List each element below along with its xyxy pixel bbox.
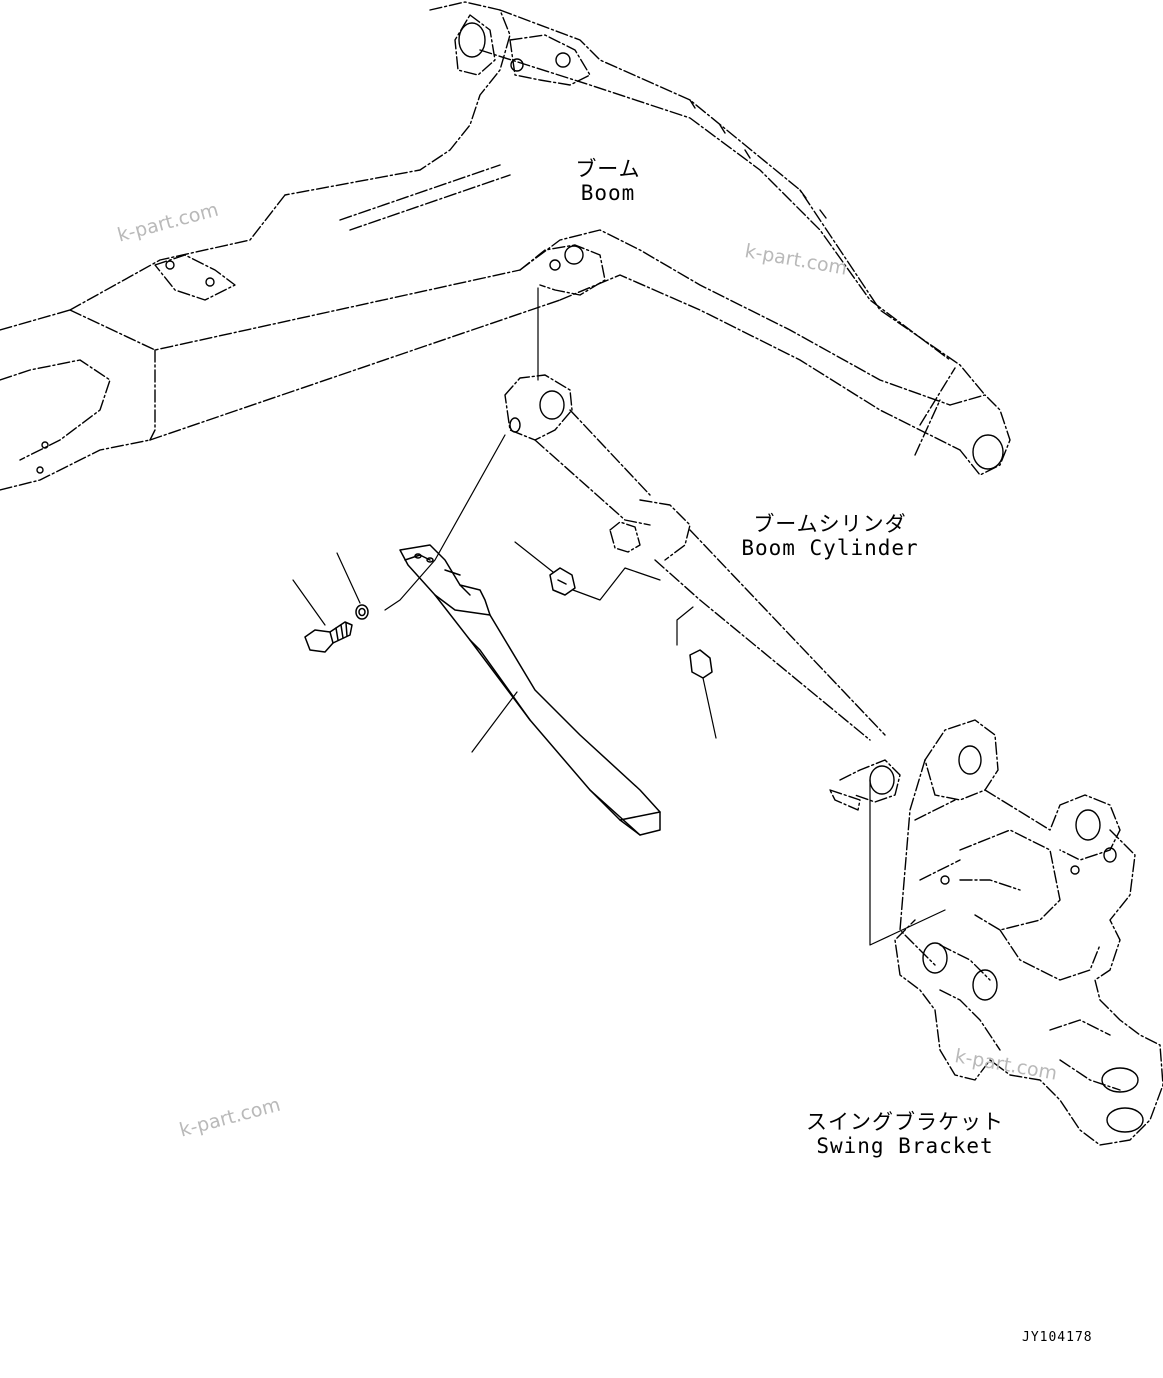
guard-plate [399, 544, 661, 836]
boom-label: ブーム Boom [558, 157, 658, 205]
boom-cylinder-outline [504, 374, 901, 811]
leader-lines [292, 287, 946, 946]
boom-holes [36, 22, 1004, 474]
lower-clamp [689, 649, 713, 679]
swing-bracket-holes [922, 745, 1144, 1133]
swing-bracket-label-ja: スイングブラケット [806, 1110, 1004, 1134]
boom-cylinder-label-en: Boom Cylinder [741, 536, 919, 560]
boom-label-ja: ブーム [575, 157, 641, 181]
swing-bracket-outline [894, 719, 1163, 1146]
bolt [304, 621, 353, 653]
boom-cylinder-label-ja: ブームシリンダ [753, 512, 907, 536]
drawing-id: JY104178 [1022, 1330, 1093, 1345]
washer [355, 604, 369, 620]
swing-bracket-label: スイングブラケット Swing Bracket [805, 1110, 1005, 1158]
boom-label-en: Boom [580, 181, 636, 205]
upper-clamp [549, 567, 576, 596]
boom-outline [0, 1, 1011, 491]
boom-cylinder-label: ブームシリンダ Boom Cylinder [735, 512, 925, 560]
swing-bracket-label-en: Swing Bracket [816, 1134, 994, 1158]
